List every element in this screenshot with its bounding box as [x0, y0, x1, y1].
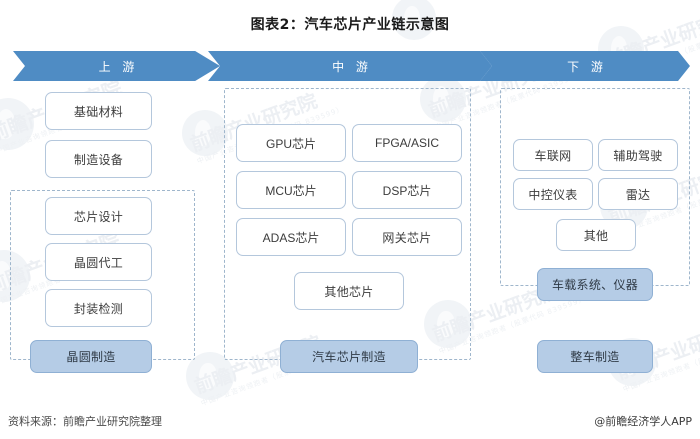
box-label: 汽车芯片制造 — [312, 350, 386, 364]
box-label: ADAS芯片 — [262, 230, 320, 245]
upstream-box-chip-design[interactable]: 芯片设计 — [45, 197, 152, 235]
watermark-logo — [0, 98, 34, 150]
box-label: FPGA/ASIC — [374, 136, 439, 150]
box-label: 雷达 — [625, 187, 651, 202]
box-label: 网关芯片 — [382, 230, 432, 245]
stage-banner: 上 游 中 游 下 游 — [0, 51, 700, 81]
banner-segment-upstream[interactable]: 上 游 — [13, 51, 220, 81]
midstream-box-mcu-chip[interactable]: MCU芯片 — [236, 171, 346, 209]
upstream-box-packaging-testing[interactable]: 封装检测 — [45, 289, 152, 327]
upstream-highlight-wafer-manufacturing[interactable]: 晶圆制造 — [30, 340, 152, 373]
midstream-highlight-auto-chip-manufacturing[interactable]: 汽车芯片制造 — [280, 340, 418, 373]
box-label: 中控仪表 — [528, 187, 578, 202]
banner-label-upstream: 上 游 — [98, 59, 139, 74]
box-label: DSP芯片 — [382, 183, 432, 198]
banner-label-midstream: 中 游 — [332, 59, 372, 74]
box-label: MCU芯片 — [265, 183, 317, 198]
box-label: 制造设备 — [73, 152, 124, 167]
midstream-box-dsp-chip[interactable]: DSP芯片 — [352, 171, 462, 209]
box-label: 晶圆制造 — [66, 350, 116, 364]
box-label: 辅助驾驶 — [613, 148, 663, 163]
box-label: 车联网 — [534, 148, 572, 163]
box-label: 基础材料 — [73, 104, 124, 119]
downstream-box-radar[interactable]: 雷达 — [598, 178, 678, 210]
downstream-box-assisted-driving[interactable]: 辅助驾驶 — [598, 139, 678, 171]
upstream-box-basic-materials[interactable]: 基础材料 — [45, 92, 152, 130]
watermark-logo — [182, 110, 228, 156]
box-label: 封装检测 — [73, 301, 124, 316]
midstream-box-adas-chip[interactable]: ADAS芯片 — [236, 218, 346, 256]
box-label: GPU芯片 — [265, 136, 316, 151]
downstream-box-connected-vehicle[interactable]: 车联网 — [513, 139, 593, 171]
box-label: 芯片设计 — [73, 209, 124, 224]
app-credit: @前瞻经济学人APP — [594, 415, 692, 428]
banner-label-downstream: 下 游 — [567, 59, 607, 74]
banner-segment-downstream[interactable]: 下 游 — [480, 51, 690, 81]
box-label: 整车制造 — [570, 350, 620, 364]
downstream-highlight-vehicle-manufacturing[interactable]: 整车制造 — [537, 340, 653, 373]
banner-segment-midstream[interactable]: 中 游 — [208, 51, 492, 81]
midstream-box-other-chips[interactable]: 其他芯片 — [294, 272, 404, 310]
upstream-box-manufacturing-equipment[interactable]: 制造设备 — [45, 140, 152, 178]
midstream-box-gpu-chip[interactable]: GPU芯片 — [236, 124, 346, 162]
source-note: 资料来源：前瞻产业研究院整理 — [8, 415, 162, 428]
downstream-highlight-vehicle-systems-instruments[interactable]: 车载系统、仪器 — [537, 268, 653, 301]
midstream-box-gateway-chip[interactable]: 网关芯片 — [352, 218, 462, 256]
box-label: 晶圆代工 — [73, 255, 124, 270]
downstream-box-center-console-instrument[interactable]: 中控仪表 — [513, 178, 593, 210]
box-label: 其他芯片 — [324, 284, 374, 299]
midstream-box-fpga-asic[interactable]: FPGA/ASIC — [352, 124, 462, 162]
page-title: 图表2：汽车芯片产业链示意图 — [250, 17, 450, 33]
downstream-box-other[interactable]: 其他 — [556, 219, 636, 251]
box-label: 其他 — [583, 228, 609, 243]
upstream-box-wafer-foundry[interactable]: 晶圆代工 — [45, 243, 152, 281]
box-label: 车载系统、仪器 — [551, 278, 639, 292]
